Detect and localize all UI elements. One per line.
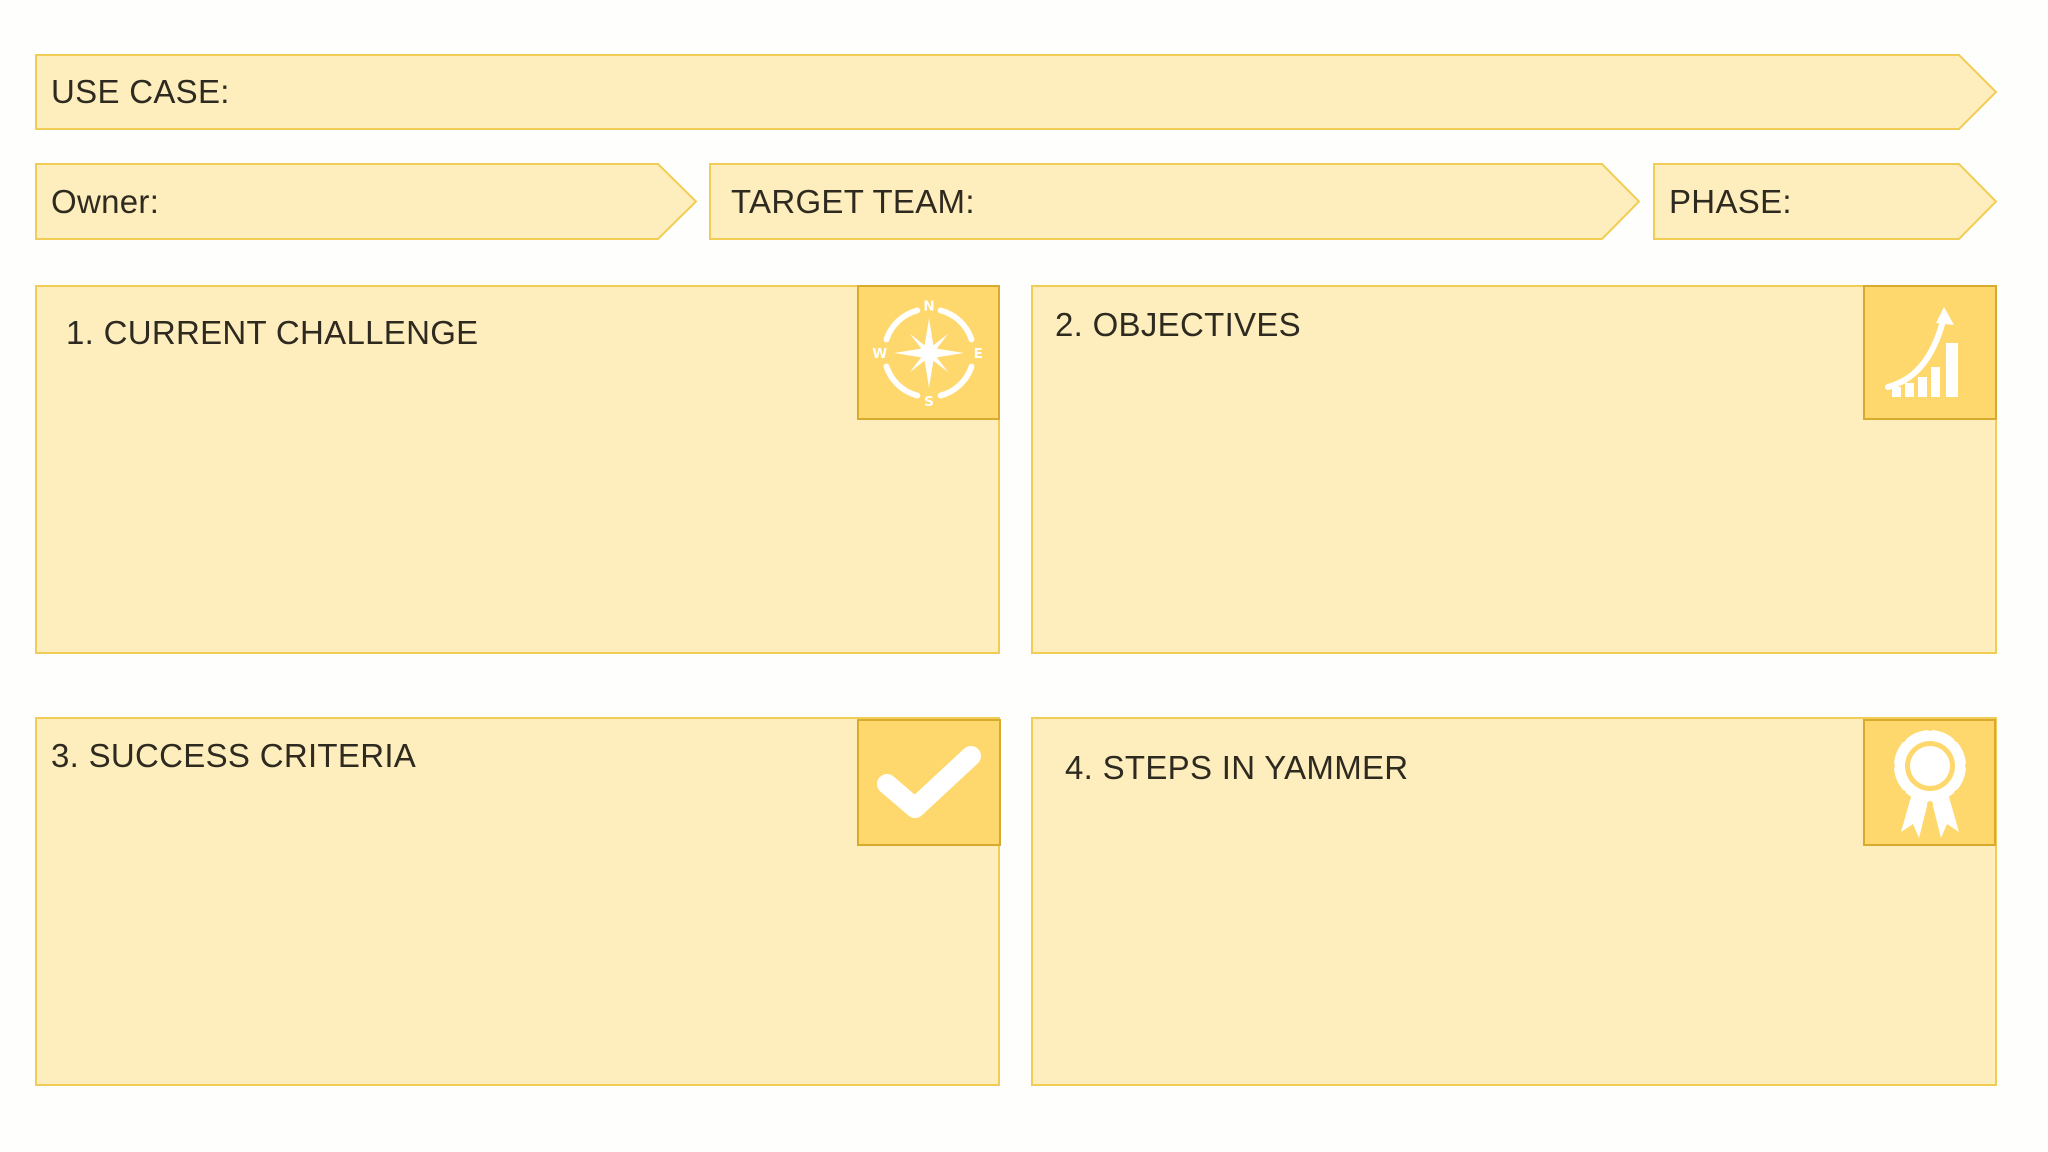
steps-in-yammer-panel[interactable]: 4. STEPS IN YAMMER (1031, 717, 1997, 1086)
phase-banner-shape (1653, 163, 1998, 240)
owner-label: Owner: (51, 182, 160, 220)
target-team-field[interactable]: TARGET TEAM: (709, 163, 1641, 240)
checkmark-icon (877, 745, 981, 818)
award-ribbon-icon-tile (1863, 719, 1996, 846)
owner-field[interactable]: Owner: (35, 163, 698, 240)
compass-icon: N S W E (872, 298, 983, 410)
steps-in-yammer-title: 4. STEPS IN YAMMER (1065, 749, 1409, 786)
compass-icon-tile: N S W E (857, 285, 1000, 420)
success-criteria-panel[interactable]: 3. SUCCESS CRITERIA (35, 717, 1000, 1086)
award-ribbon-icon (1888, 724, 1971, 838)
growth-chart-icon (1885, 306, 1958, 397)
current-challenge-panel[interactable]: 1. CURRENT CHALLENGE (35, 285, 1000, 654)
current-challenge-title: 1. CURRENT CHALLENGE (66, 314, 479, 351)
use-case-field[interactable]: USE CASE: (35, 54, 1998, 130)
use-case-label: USE CASE: (51, 73, 230, 110)
use-case-banner-shape (35, 54, 1998, 130)
objectives-title: 2. OBJECTIVES (1055, 306, 1301, 343)
target-team-banner-shape (709, 163, 1641, 240)
checkmark-icon-tile (857, 719, 1001, 846)
phase-field[interactable]: PHASE: (1653, 163, 1998, 240)
owner-banner-shape (35, 163, 698, 240)
svg-text:W: W (872, 345, 887, 361)
svg-text:S: S (924, 394, 934, 410)
svg-text:E: E (973, 345, 982, 361)
success-criteria-title: 3. SUCCESS CRITERIA (51, 737, 417, 774)
objectives-panel[interactable]: 2. OBJECTIVES (1031, 285, 1997, 654)
phase-label: PHASE: (1669, 182, 1792, 220)
svg-text:N: N (923, 298, 934, 314)
growth-chart-icon-tile (1863, 285, 1997, 420)
target-team-label: TARGET TEAM: (731, 182, 975, 220)
